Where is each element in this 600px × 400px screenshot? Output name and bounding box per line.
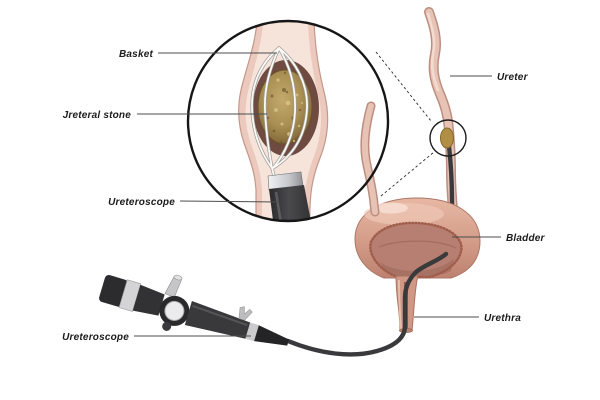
- inset-circle-border: [186, 19, 390, 223]
- left-ureter-tube: [360, 101, 380, 217]
- basket-wires: [250, 46, 309, 182]
- scope-neck: [132, 284, 165, 316]
- scope-body: [184, 301, 251, 339]
- ureteroscope-device-label: Ureteroscope: [62, 332, 129, 343]
- annotations: Basket Jreteral stone Ureteroscope Urete…: [62, 49, 545, 343]
- callout-dashed-lines: [375, 51, 435, 197]
- bladder-cut-edge: [369, 221, 463, 279]
- scope-front-taper: [254, 325, 290, 346]
- ureter-label: Ureter: [497, 72, 529, 83]
- scope-knob: [162, 321, 172, 331]
- inset-magnifier: [186, 19, 390, 223]
- scope-wheel: [164, 300, 185, 321]
- inset-content: [238, 21, 329, 221]
- ureteroscope-device: [99, 274, 290, 346]
- bladder-interior-cutaway: [370, 222, 462, 277]
- scope-eyepiece: [99, 274, 129, 307]
- stone-in-ureter: [440, 127, 454, 149]
- basket-label: Basket: [119, 49, 153, 60]
- bladder-interior-shadow: [380, 258, 454, 277]
- bladder: [354, 197, 481, 333]
- urethra-label: Urethra: [484, 313, 521, 324]
- bladder-label: Bladder: [506, 233, 546, 244]
- scope-lever: [238, 306, 253, 321]
- scope-front-band: [245, 322, 259, 342]
- scope-port-cap: [173, 274, 183, 281]
- ureteroscope-inset-leader: [179, 200, 280, 203]
- magnifier-source-circle: [429, 119, 467, 157]
- bladder-specular: [374, 202, 408, 214]
- ureteroscope-inset-label: Ureteroscope: [108, 197, 175, 208]
- bladder-back-wall-line: [378, 240, 457, 249]
- ureter-tube: [424, 7, 458, 215]
- scope-cable-lower: [285, 251, 449, 357]
- ureteral-stone-label: Jreteral stone: [63, 110, 132, 121]
- inset-ureteroscope-tip: [267, 171, 313, 221]
